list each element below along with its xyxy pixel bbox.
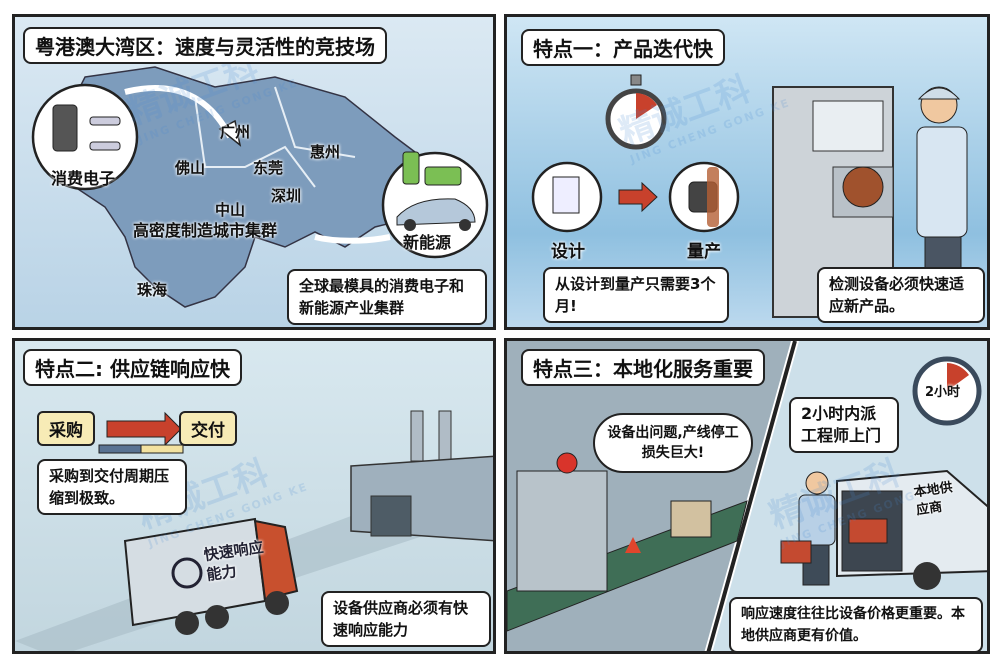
battery-icon <box>402 151 420 185</box>
arrow-icon <box>618 181 658 213</box>
stopwatch-icon <box>171 557 203 589</box>
city-label: 中山 <box>215 201 246 219</box>
cluster-label: 高密度制造城市集群 <box>133 221 278 240</box>
panel-title: 粤港澳大湾区：速度与灵活性的竞技场 <box>23 27 387 64</box>
van <box>836 469 987 590</box>
city-label: 佛山 <box>175 159 206 177</box>
toolbox-icon <box>780 540 812 564</box>
delivery-truck <box>123 517 299 635</box>
thought-bubble: 设备出问题,产线停工损失巨大! <box>593 413 753 473</box>
truck-text: 快速响应能力 <box>202 538 265 584</box>
arrow-icon <box>106 411 182 447</box>
clock-icon <box>912 356 982 426</box>
document-pencil-icon <box>552 176 580 214</box>
speech-bubble: 2小时内派工程师上门 <box>789 397 899 453</box>
panel-title: 特点三：本地化服务重要 <box>521 349 765 386</box>
city-label: 东莞 <box>253 159 284 177</box>
map-illustration <box>31 66 489 308</box>
smartphone-icon <box>52 104 78 152</box>
consumer-electronics-label: 消费电子 <box>51 169 116 188</box>
panel-title: 特点二: 供应链响应快 <box>23 349 242 386</box>
factory <box>350 410 493 542</box>
caption: 采购到交付周期压缩到极致。 <box>37 459 187 515</box>
van-text: 本地供应商 <box>912 480 954 519</box>
city-label: 广州 <box>220 123 251 141</box>
drone-icon <box>89 116 121 151</box>
panel-title: 特点一：产品迭代快 <box>521 29 725 66</box>
battery-icon <box>424 166 462 186</box>
electric-car-icon <box>396 198 476 226</box>
design-label: 设计 <box>551 242 585 262</box>
caption: 检测设备必须快速适应新产品。 <box>817 267 985 323</box>
logistics-illustration <box>15 410 493 651</box>
city-label: 珠海 <box>137 281 168 299</box>
delivery-chip: 交付 <box>179 411 237 446</box>
box-icon <box>670 500 712 538</box>
new-energy-label: 新能源 <box>403 233 452 252</box>
timeline-bar <box>98 444 142 454</box>
city-label: 深圳 <box>271 187 302 205</box>
service-illustration <box>507 341 987 651</box>
procurement-chip: 采购 <box>37 411 95 446</box>
caption: 从设计到量产只需要3个月! <box>543 267 729 323</box>
engineer <box>780 471 836 586</box>
production-label: 量产 <box>687 242 721 262</box>
clock-label: 2小时 <box>925 385 961 400</box>
stopwatch-icon <box>605 74 667 150</box>
city-label: 惠州 <box>310 143 341 161</box>
caption: 响应速度往往比设备价格更重要。本地供应商更有价值。 <box>729 597 983 651</box>
caption: 设备供应商必须有快速响应能力 <box>321 591 491 647</box>
alarm-light-icon <box>556 452 578 474</box>
caption: 全球最模具的消费电子和新能源产业集群 <box>287 269 487 325</box>
